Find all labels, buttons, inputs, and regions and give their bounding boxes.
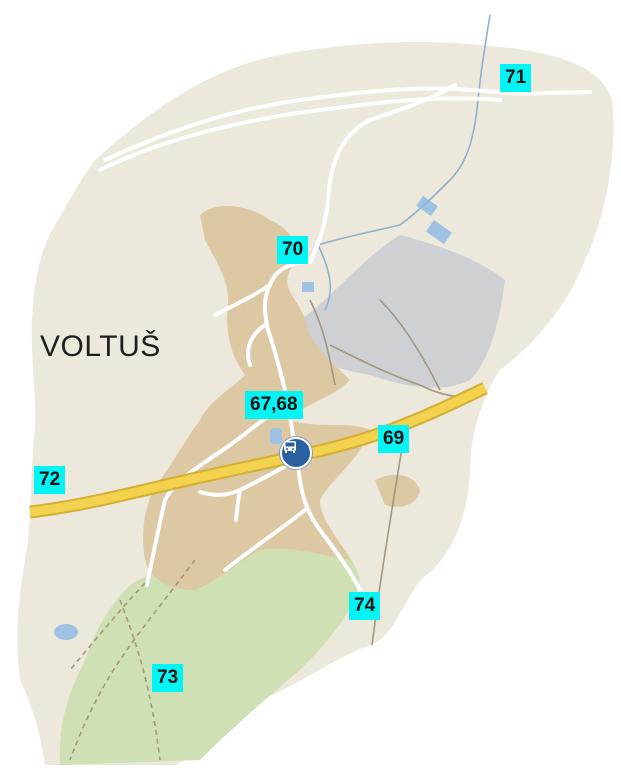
bus-glyph-icon (284, 441, 296, 453)
minor-roads (98, 83, 592, 592)
marker-69[interactable]: 69 (378, 425, 410, 453)
marker-70[interactable]: 70 (277, 236, 309, 264)
town-name-label: VOLTUŠ (40, 330, 161, 363)
marker-71[interactable]: 71 (500, 64, 532, 92)
marker-74[interactable]: 74 (349, 592, 381, 620)
bus-stop-icon[interactable] (280, 437, 312, 469)
industrial-area (300, 235, 505, 388)
forest-area (59, 525, 361, 765)
marker-67-68[interactable]: 67,68 (245, 391, 303, 419)
tracks (69, 299, 481, 761)
streams (317, 14, 491, 311)
water-bodies (54, 195, 453, 640)
village-area-east (375, 474, 420, 507)
marker-73[interactable]: 73 (152, 664, 184, 692)
marker-72[interactable]: 72 (34, 466, 66, 494)
